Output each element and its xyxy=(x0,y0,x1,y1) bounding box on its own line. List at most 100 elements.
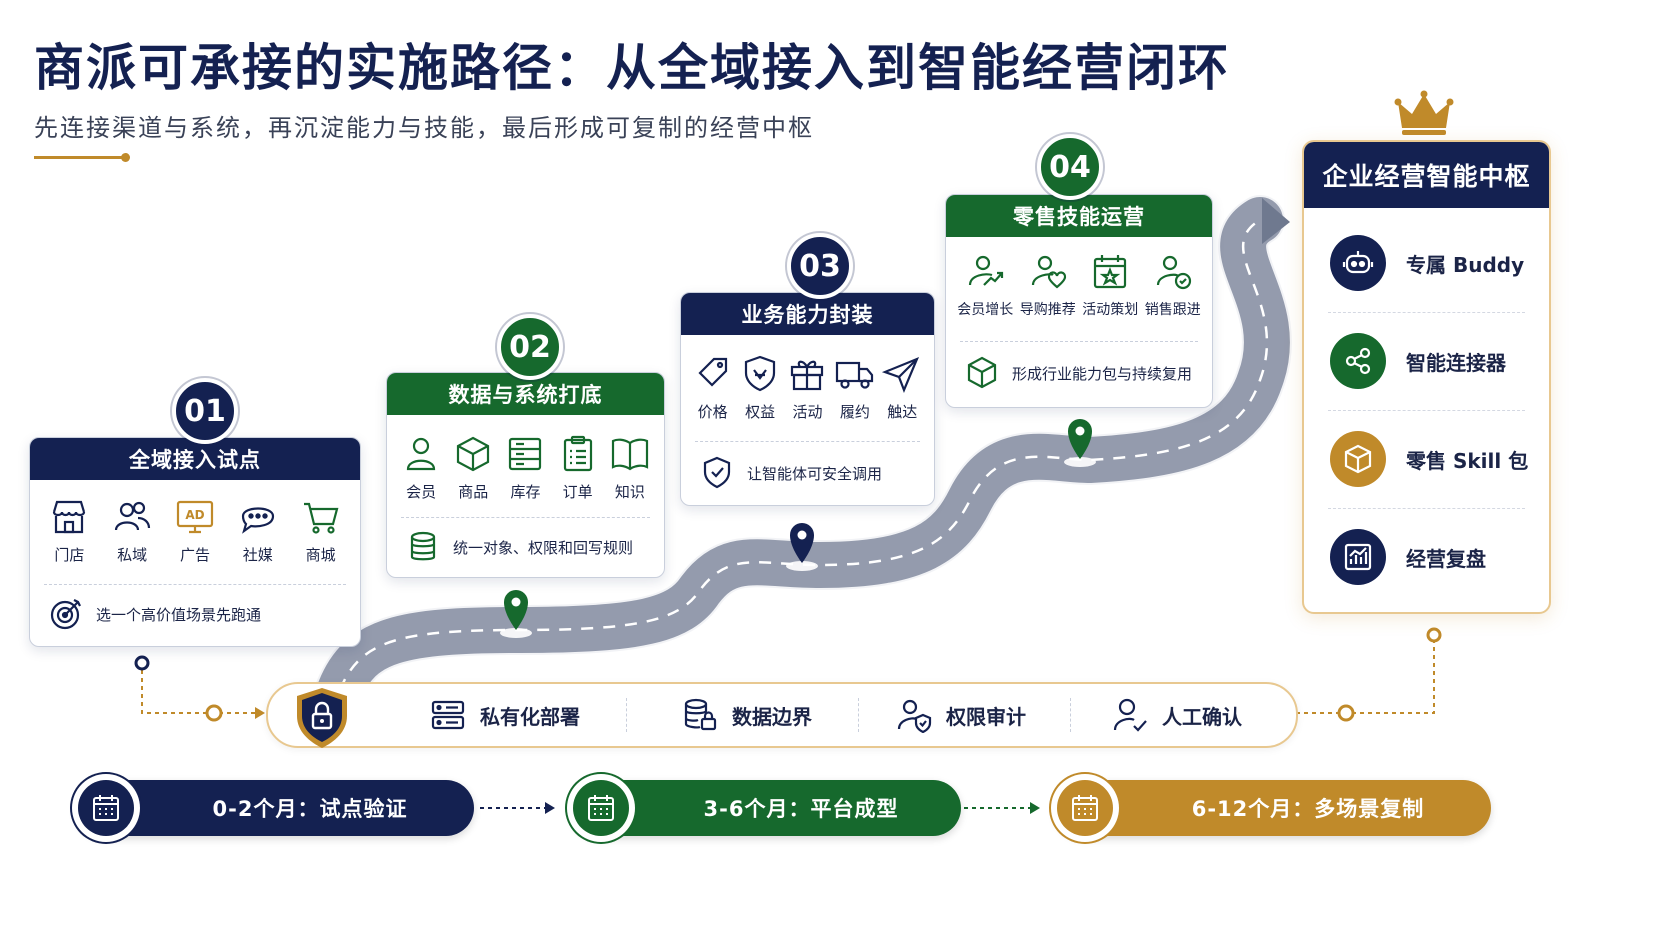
step-card-03: 业务能力封装 价格 权益 活动 履约 触达 xyxy=(680,292,935,506)
person-icon xyxy=(406,437,436,471)
user-shield-icon xyxy=(897,699,932,733)
followup-icon xyxy=(1156,255,1191,290)
clipboard-icon xyxy=(563,435,592,472)
page-subtitle: 先连接渠道与系统，再沉淀能力与技能，最后形成可复制的经营中枢 xyxy=(34,114,814,142)
database-icon xyxy=(410,531,436,561)
security-data-boundary: 数据边界 xyxy=(682,684,812,746)
security-separator xyxy=(626,698,627,732)
item-store: 门店 xyxy=(48,496,90,565)
step-footer: 形成行业能力包与持续复用 xyxy=(1012,364,1193,383)
hub-item-connector: 智能连接器 xyxy=(1330,326,1529,396)
step-card-01: 全域接入试点 门店 私域 AD 广告 社媒 商城 xyxy=(29,437,361,647)
users-icon xyxy=(115,501,151,531)
left-connector xyxy=(141,670,255,714)
hub-item-buddy: 专属 Buddy xyxy=(1330,228,1529,298)
step-card-02: 数据与系统打底 会员 商品 库存 订单 知识 xyxy=(386,372,665,578)
intelligence-hub: 企业经营智能中枢 专属 Buddy 智能连接器 零售 Skill 包 xyxy=(1302,140,1551,614)
chart-icon xyxy=(1344,543,1372,571)
phase-label: 3-6个月：平台成型 xyxy=(703,797,899,821)
step-number-04: 04 xyxy=(1037,134,1103,200)
step-card-04: 零售技能运营 会员增长 导购推荐 活动策划 销售跟进 形成行业能力包与持续复用 xyxy=(945,194,1213,408)
chat-icon xyxy=(241,507,274,534)
item-inventory: 库存 xyxy=(504,433,546,502)
step-number-02: 02 xyxy=(497,314,563,380)
map-pin-04 xyxy=(1064,419,1096,467)
security-separator xyxy=(1070,698,1071,732)
item-private: 私域 xyxy=(111,496,153,565)
server-icon xyxy=(431,700,465,730)
tag-icon xyxy=(698,357,727,387)
step-title: 数据与系统打底 xyxy=(387,373,664,415)
item-member: 会员 xyxy=(400,433,442,502)
item-order: 订单 xyxy=(557,433,599,502)
right-connector xyxy=(1296,642,1435,714)
map-pin-03 xyxy=(786,523,818,571)
recommend-icon xyxy=(1031,255,1066,289)
hub-item-skill: 零售 Skill 包 xyxy=(1330,424,1529,494)
road-arrow xyxy=(1262,198,1290,244)
step-footer: 选一个高价值场景先跑通 xyxy=(96,605,262,624)
growth-icon xyxy=(969,255,1004,286)
cart-icon xyxy=(303,502,339,534)
shield-check-icon xyxy=(703,456,731,489)
title-underline xyxy=(34,153,130,162)
road-centerline xyxy=(338,218,1269,691)
security-separator xyxy=(858,698,859,732)
connector-icon xyxy=(1345,347,1371,375)
phase-2: 3-6个月：平台成型 xyxy=(567,774,961,842)
phase-label: 0-2个月：试点验证 xyxy=(212,797,408,821)
svg-text:AD: AD xyxy=(185,508,204,522)
item-price: 价格 xyxy=(692,353,734,422)
item-activity-plan: 活动策划 xyxy=(1082,251,1138,319)
inventory-icon xyxy=(509,437,542,471)
crown-icon xyxy=(1394,90,1454,135)
step-title: 零售技能运营 xyxy=(946,195,1212,237)
security-lock xyxy=(294,684,364,748)
item-mall: 商城 xyxy=(300,496,342,565)
step-title: 业务能力封装 xyxy=(681,293,934,335)
security-manual-confirm: 人工确认 xyxy=(1112,684,1242,746)
item-activity: 活动 xyxy=(786,353,828,422)
calendar-icon xyxy=(588,795,614,821)
item-fulfillment: 履约 xyxy=(834,353,876,422)
item-benefit: 权益 xyxy=(739,353,781,422)
page-title: 商派可承接的实施路径：从全域接入到智能经营闭环 xyxy=(34,39,1230,97)
item-sales-followup: 销售跟进 xyxy=(1145,251,1201,319)
step-footer: 让智能体可安全调用 xyxy=(747,464,883,483)
store-icon xyxy=(53,500,86,534)
shield-icon xyxy=(744,355,776,392)
truck-icon xyxy=(835,361,873,389)
security-bar: 私有化部署 数据边界 权限审计 人工确认 xyxy=(266,682,1298,748)
phase-1: 0-2个月：试点验证 xyxy=(72,774,474,842)
book-icon xyxy=(611,438,648,471)
step-footer: 统一对象、权限和回写规则 xyxy=(453,538,634,557)
package-icon xyxy=(967,356,997,389)
security-private-deploy: 私有化部署 xyxy=(430,684,580,746)
calendar-icon xyxy=(1072,795,1098,821)
item-social: 社媒 xyxy=(237,496,279,565)
target-icon xyxy=(50,599,81,630)
gift-icon xyxy=(791,360,824,391)
data-lock-icon xyxy=(684,698,717,731)
item-ad: AD 广告 xyxy=(174,496,216,565)
cube-icon xyxy=(1344,444,1372,474)
calendar-star-icon xyxy=(1094,255,1127,289)
phase-label: 6-12个月：多场景复制 xyxy=(1191,797,1425,821)
step-number-01: 01 xyxy=(172,378,238,444)
ad-icon: AD xyxy=(176,500,214,534)
send-icon xyxy=(882,356,920,393)
step-title: 全域接入试点 xyxy=(30,438,360,480)
user-check-icon xyxy=(1113,698,1147,732)
item-guide-recommend: 导购推荐 xyxy=(1020,251,1076,319)
item-knowledge: 知识 xyxy=(609,433,651,502)
security-permission-audit: 权限审计 xyxy=(896,684,1026,746)
map-pin-02 xyxy=(500,590,532,638)
item-product: 商品 xyxy=(452,433,494,502)
robot-icon xyxy=(1342,251,1374,274)
box-icon xyxy=(457,436,490,472)
calendar-icon xyxy=(93,795,119,821)
phase-3: 6-12个月：多场景复制 xyxy=(1051,774,1491,842)
step-number-03: 03 xyxy=(787,233,853,299)
hub-item-review: 经营复盘 xyxy=(1330,522,1529,592)
